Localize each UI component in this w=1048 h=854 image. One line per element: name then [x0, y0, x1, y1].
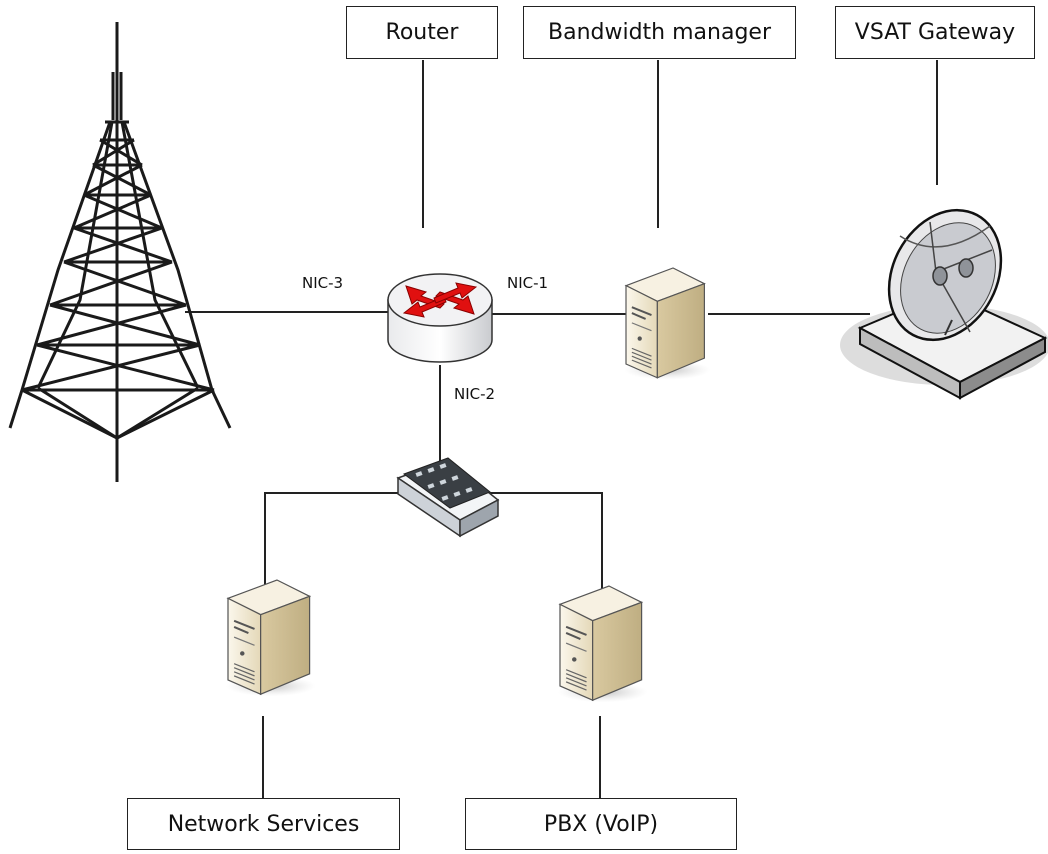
router-label: Router	[346, 6, 498, 59]
pbx-server-icon	[556, 584, 649, 704]
pbx-label: PBX (VoIP)	[465, 798, 737, 850]
switch-pbx-link	[490, 492, 603, 590]
tower-icon	[8, 22, 232, 482]
network-services-label: Network Services	[127, 798, 400, 850]
bandwidth-manager-server-icon	[623, 267, 712, 381]
nic-1-label: NIC-1	[507, 274, 549, 292]
switch-icon	[396, 457, 500, 538]
connector-lines	[185, 60, 938, 798]
bandwidth-manager-label: Bandwidth manager	[523, 6, 796, 59]
network-services-server-icon	[224, 578, 317, 698]
vsat-gateway-label: VSAT Gateway	[835, 6, 1035, 59]
router-icon	[387, 273, 493, 363]
nic-3-label: NIC-3	[302, 274, 344, 292]
nic-2-label: NIC-2	[454, 385, 496, 403]
switch-network-services-link	[264, 492, 400, 590]
satellite-dish-icon	[840, 208, 1048, 400]
